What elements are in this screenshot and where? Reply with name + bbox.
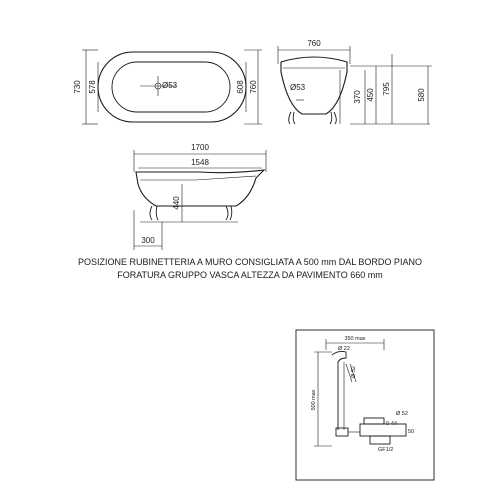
- detail-dim-50: 50: [408, 429, 414, 435]
- top-width-outer: 730: [73, 80, 82, 94]
- detail-dim-350: 350 max: [344, 336, 365, 342]
- detail-dim-500: 500 max: [311, 389, 317, 410]
- top-length-inner: 608: [236, 80, 245, 94]
- end-h-580: 580: [417, 88, 426, 102]
- side-foot-right: [225, 205, 233, 221]
- side-length-outer: 1700: [191, 143, 209, 152]
- side-view: 1700 1548 440 300: [133, 143, 267, 250]
- note-line-2: FORATURA GRUPPO VASCA ALTEZZA DA PAVIMEN…: [117, 270, 383, 280]
- end-h-795: 795: [382, 82, 391, 96]
- foot-left: [288, 111, 296, 125]
- detail-dia-52: Ø 52: [396, 411, 408, 417]
- side-view-outline: [135, 169, 266, 207]
- detail-view: 350 max 500 max Ø 22 Ø 52 Ø 52 0-44 50 G…: [295, 329, 435, 481]
- top-length-outer: 760: [249, 80, 258, 94]
- end-drain-label: Ø53: [290, 83, 306, 92]
- installation-notes: POSIZIONE RUBINETTERIA A MURO CONSIGLIAT…: [0, 256, 500, 282]
- side-length-inner: 1548: [191, 158, 209, 167]
- overflow-spout: [331, 350, 347, 430]
- end-view: 760 Ø53 370 450 795 580: [277, 39, 432, 125]
- top-view-basin: [111, 61, 231, 113]
- top-width-inner: 578: [88, 80, 97, 94]
- detail-frame: [295, 329, 435, 481]
- foot-right: [329, 111, 337, 125]
- end-h-370: 370: [353, 90, 362, 104]
- detail-gf: GF1/2: [378, 447, 393, 453]
- note-line-1: POSIZIONE RUBINETTERIA A MURO CONSIGLIAT…: [78, 257, 422, 267]
- detail-dia-52-vert: Ø 52: [351, 366, 357, 378]
- side-offset-300: 300: [141, 236, 155, 245]
- top-view: Ø53 730 578 608 760: [73, 49, 262, 125]
- end-width-label: 760: [307, 39, 321, 48]
- detail-dia-22: Ø 22: [338, 346, 350, 352]
- side-foot-left: [149, 205, 159, 221]
- top-drain-label: Ø53: [162, 81, 178, 90]
- end-h-450: 450: [366, 88, 375, 102]
- side-height-440: 440: [172, 196, 181, 210]
- detail-range: 0-44: [386, 421, 397, 427]
